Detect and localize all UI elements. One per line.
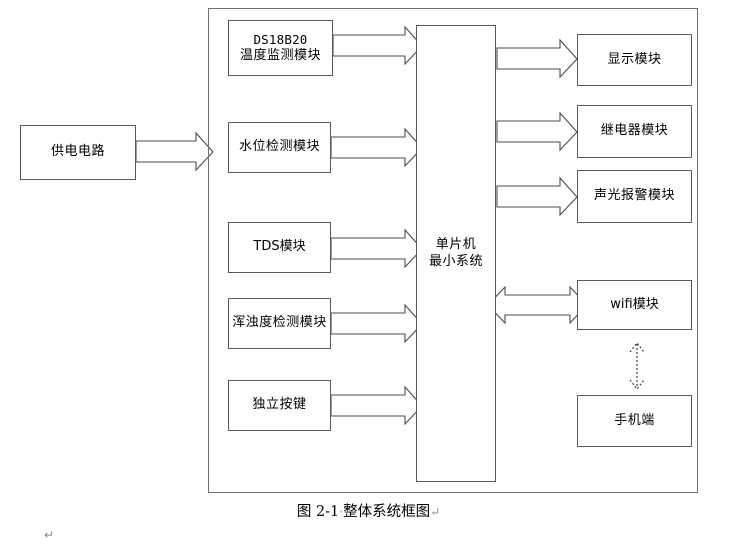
box-label: 继电器模块 bbox=[600, 123, 669, 139]
arrow-mcu-to-display bbox=[496, 38, 578, 79]
box-independent-keys[interactable]: 独立按键 bbox=[228, 380, 331, 431]
caption-paragraph-mark: ↵ bbox=[430, 505, 441, 519]
box-label: wifi模块 bbox=[610, 296, 659, 312]
box-label: 手机端 bbox=[614, 412, 655, 428]
box-alarm-module[interactable]: 声光报警模块 bbox=[577, 170, 692, 223]
arrow-mcu-to-relay bbox=[496, 111, 578, 152]
caption-number: 图 2-1 bbox=[296, 504, 340, 520]
box-label: 独立按键 bbox=[252, 397, 307, 413]
caption-separator-dot: · bbox=[339, 505, 344, 519]
box-label-line1: 单片机 bbox=[435, 237, 477, 253]
box-label: 声光报警模块 bbox=[593, 188, 675, 204]
arrow-temperature-to-mcu bbox=[332, 25, 423, 66]
box-label-line2: 温度监测模块 bbox=[239, 47, 321, 63]
box-display-module[interactable]: 显示模块 bbox=[577, 34, 692, 86]
box-mcu-minimum-system[interactable]: 单片机 最小系统 bbox=[416, 25, 496, 482]
box-relay-module[interactable]: 继电器模块 bbox=[577, 105, 692, 158]
box-label: 显示模块 bbox=[607, 51, 662, 67]
arrow-wifi-phone-dotted bbox=[629, 342, 645, 390]
arrow-mcu-to-alarm bbox=[496, 176, 578, 217]
box-label: 水位检测模块 bbox=[238, 139, 320, 155]
document-paragraph-mark: ↵ bbox=[44, 528, 55, 542]
arrow-keys-to-mcu bbox=[330, 385, 423, 426]
box-turbidity-module[interactable]: 浑浊度检测模块 bbox=[228, 298, 331, 349]
box-wifi-module[interactable]: wifi模块 bbox=[577, 280, 692, 330]
box-temperature-module[interactable]: DS18B20 温度监测模块 bbox=[228, 20, 333, 76]
box-water-level-module[interactable]: 水位检测模块 bbox=[228, 122, 331, 173]
box-label: 供电电路 bbox=[50, 144, 105, 160]
box-mobile-phone-terminal[interactable]: 手机端 bbox=[577, 395, 692, 447]
caption-title: 整体系统框图 bbox=[343, 504, 431, 520]
box-power-supply-circuit[interactable]: 供电电路 bbox=[20, 125, 136, 180]
system-boundary-frame bbox=[208, 8, 698, 493]
box-label: 浑浊度检测模块 bbox=[232, 315, 327, 331]
box-label-line2: 最小系统 bbox=[428, 253, 483, 269]
arrow-waterlevel-to-mcu bbox=[330, 127, 423, 168]
box-label: TDS模块 bbox=[253, 239, 306, 255]
box-tds-module[interactable]: TDS模块 bbox=[228, 222, 331, 273]
box-label-line1: DS18B20 bbox=[253, 32, 308, 48]
figure-caption: 图 2-1·整体系统框图↵ bbox=[0, 500, 737, 521]
arrow-power-to-system bbox=[135, 131, 214, 172]
arrow-tds-to-mcu bbox=[330, 228, 423, 269]
arrow-turbidity-to-mcu bbox=[330, 303, 423, 344]
